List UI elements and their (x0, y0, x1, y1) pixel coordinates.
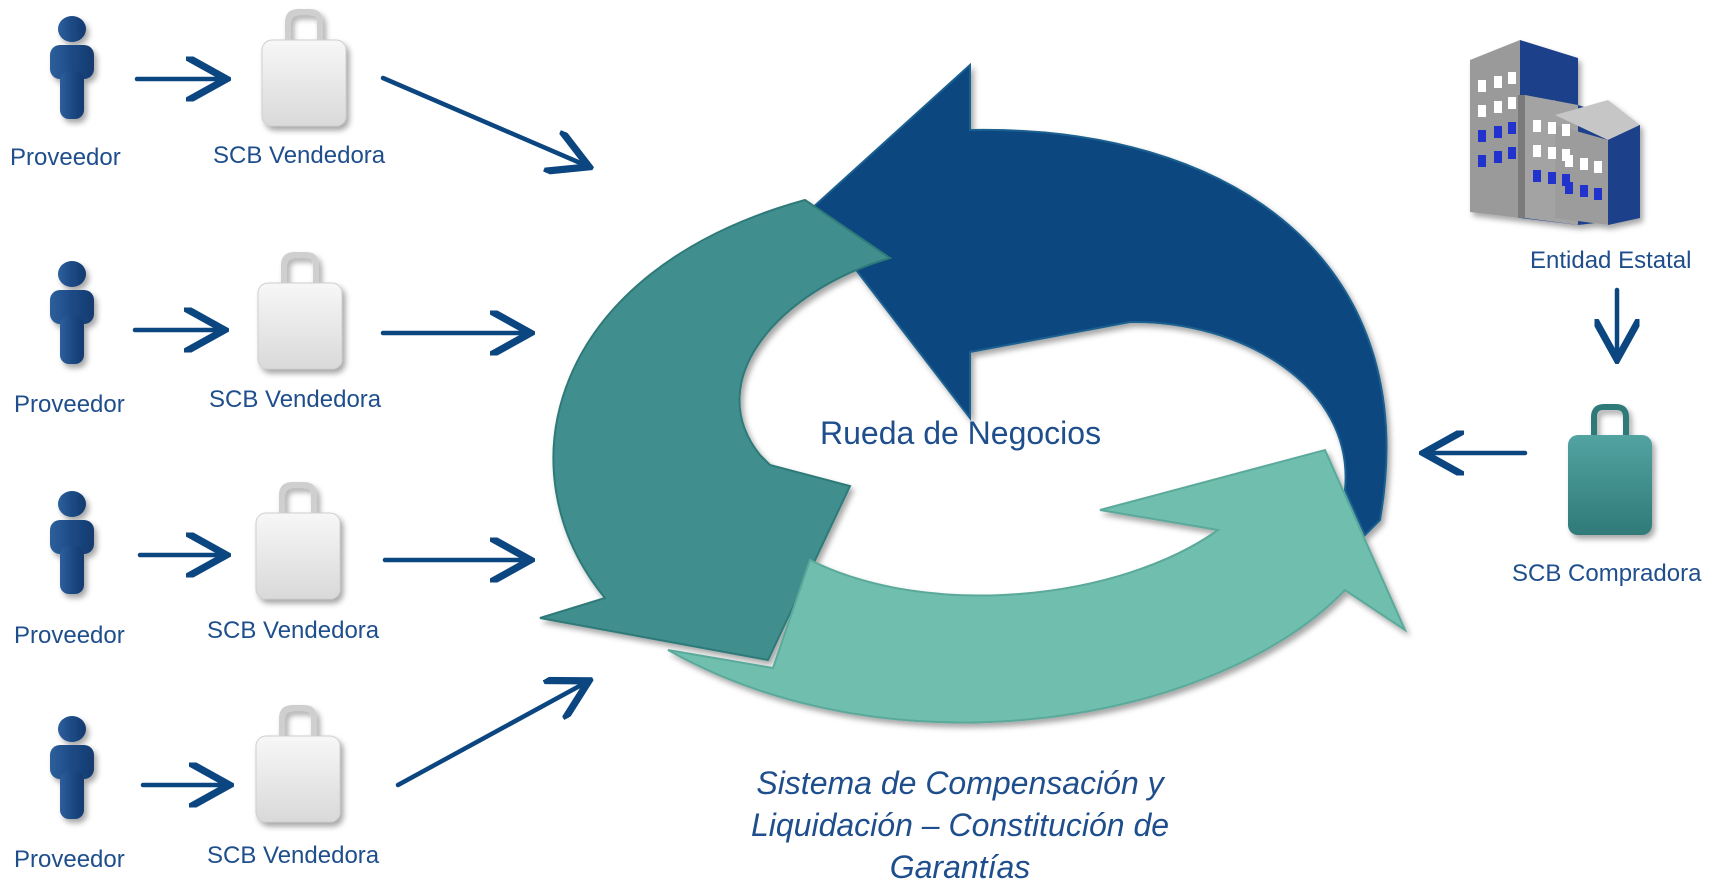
seller-label: SCB Vendedora (207, 617, 380, 644)
caption: Sistema de Compensación y Liquidación – … (750, 765, 1170, 885)
person-icon (50, 716, 94, 819)
briefcase-icon (255, 482, 341, 600)
center-label: Rueda de Negocios (820, 415, 1102, 451)
cycle-graphic (539, 62, 1408, 724)
briefcase-icon (257, 252, 343, 370)
navy-cycle-arrow (808, 62, 1388, 537)
seller-label: SCB Vendedora (209, 386, 382, 413)
briefcase-icon (255, 705, 341, 823)
provider-label: Proveedor (14, 846, 125, 873)
briefcase-icon (261, 9, 347, 127)
person-icon (50, 491, 94, 594)
briefcase-icon (1568, 404, 1652, 535)
provider-label: Proveedor (14, 622, 125, 649)
entity-label: Entidad Estatal (1530, 247, 1692, 274)
seller-label: SCB Vendedora (213, 142, 386, 169)
connector-arrows (132, 75, 1617, 788)
arrow-seller-4-to-cycle (395, 683, 585, 788)
building-icon (1470, 40, 1640, 225)
provider-label: Proveedor (10, 144, 121, 171)
person-icon (50, 16, 94, 119)
mint-cycle-arrow (667, 448, 1408, 724)
person-icon (50, 261, 94, 364)
seller-label: SCB Vendedora (207, 842, 380, 869)
provider-label: Proveedor (14, 391, 125, 418)
teal-cycle-arrow (539, 198, 893, 662)
arrow-seller-1-to-cycle (380, 75, 585, 165)
buyer-label: SCB Compradora (1512, 560, 1702, 587)
